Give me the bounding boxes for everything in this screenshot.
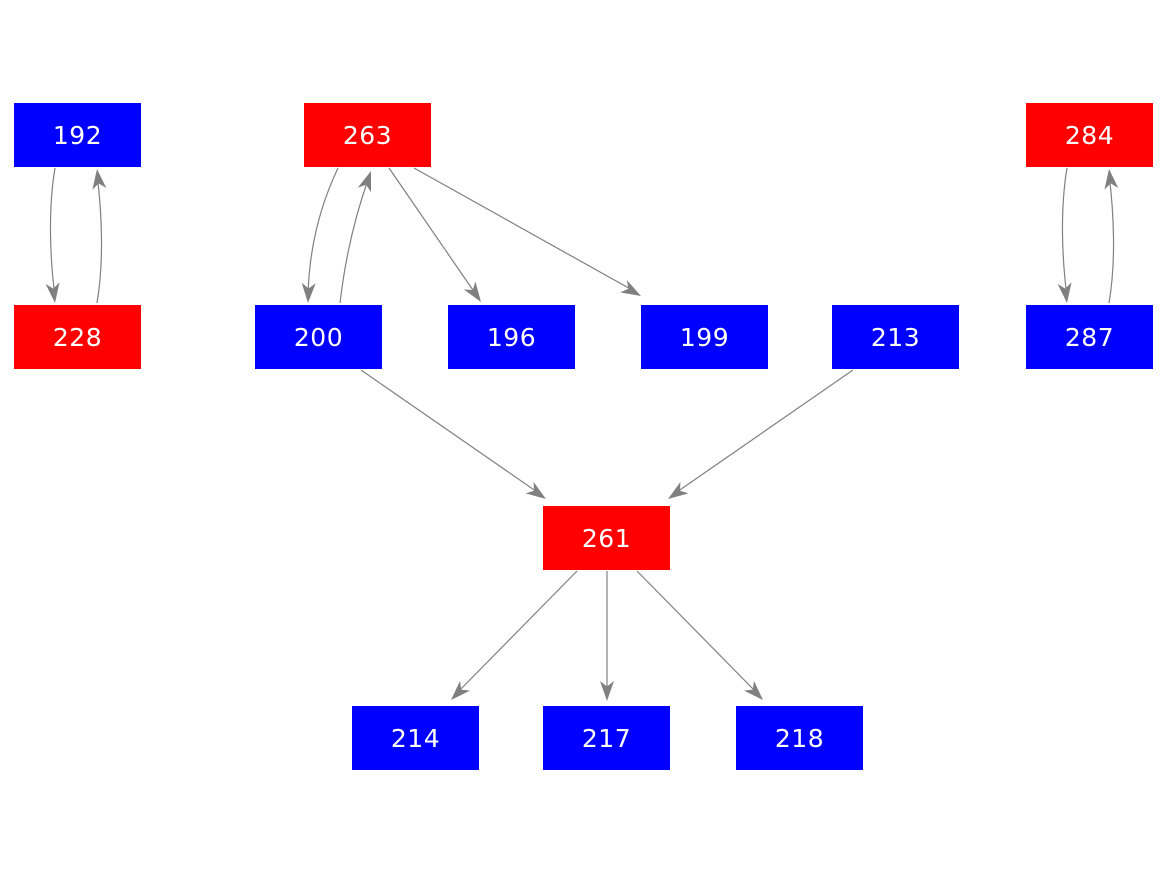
graph-node-214[interactable]: 214 — [352, 706, 479, 770]
arrowhead-icon — [301, 282, 316, 303]
edge-line — [1108, 173, 1115, 304]
graph-node-label: 218 — [774, 723, 825, 753]
arrowhead-icon — [92, 169, 107, 190]
arrowhead-icon — [463, 281, 481, 302]
arrowhead-icon — [1057, 282, 1072, 303]
edge-line — [49, 167, 56, 298]
graph-edge-200-to-263 — [339, 171, 372, 304]
graph-node-192[interactable]: 192 — [14, 103, 141, 167]
graph-node-199[interactable]: 199 — [641, 305, 768, 369]
graph-node-213[interactable]: 213 — [832, 305, 959, 369]
edge-line — [455, 570, 578, 695]
graph-node-label: 287 — [1064, 322, 1115, 352]
arrowhead-icon — [668, 481, 689, 499]
edge-line — [96, 173, 103, 304]
arrowhead-icon — [451, 680, 471, 700]
graph-node-label: 196 — [486, 322, 537, 352]
graph-edge-263-to-200 — [301, 167, 339, 303]
graph-node-label: 284 — [1064, 120, 1115, 150]
graph-node-218[interactable]: 218 — [736, 706, 863, 770]
graph-edge-261-to-218 — [636, 570, 763, 700]
arrowhead-icon — [600, 681, 614, 701]
arrowhead-icon — [743, 680, 763, 700]
edge-line — [307, 167, 339, 297]
edge-line — [413, 167, 635, 292]
graph-edge-287-to-284 — [1104, 169, 1119, 304]
graph-node-217[interactable]: 217 — [543, 706, 670, 770]
arrowhead-icon — [620, 280, 641, 296]
graph-node-287[interactable]: 287 — [1026, 305, 1153, 369]
graph-node-261[interactable]: 261 — [543, 506, 670, 570]
edge-line — [388, 167, 478, 297]
arrowhead-icon — [1104, 169, 1119, 190]
edge-line — [636, 570, 759, 695]
graph-node-label: 263 — [342, 120, 393, 150]
graph-node-label: 261 — [581, 523, 632, 553]
edge-line — [360, 369, 541, 495]
graph-edge-261-to-217 — [600, 571, 614, 701]
graph-node-228[interactable]: 228 — [14, 305, 141, 369]
graph-node-label: 214 — [390, 723, 441, 753]
graph-edge-200-to-261 — [360, 369, 546, 499]
edge-line — [339, 176, 370, 304]
arrowhead-icon — [45, 282, 60, 303]
graph-edge-263-to-196 — [388, 167, 481, 302]
edge-line — [1061, 167, 1068, 298]
graph-edge-213-to-261 — [668, 369, 854, 499]
graph-node-label: 213 — [870, 322, 921, 352]
graph-node-284[interactable]: 284 — [1026, 103, 1153, 167]
arrowhead-icon — [357, 171, 372, 193]
graph-node-label: 228 — [52, 322, 103, 352]
edge-line — [673, 369, 854, 495]
graph-node-label: 199 — [679, 322, 730, 352]
graph-node-label: 217 — [581, 723, 632, 753]
graph-edge-263-to-199 — [413, 167, 641, 296]
graph-node-263[interactable]: 263 — [304, 103, 431, 167]
arrowhead-icon — [525, 481, 546, 499]
graph-edge-284-to-287 — [1057, 167, 1072, 303]
graph-edge-261-to-214 — [451, 570, 578, 700]
graph-node-label: 200 — [293, 322, 344, 352]
graph-node-label: 192 — [52, 120, 103, 150]
graph-edge-228-to-192 — [92, 169, 107, 304]
graph-node-200[interactable]: 200 — [255, 305, 382, 369]
graph-edge-192-to-228 — [45, 167, 60, 303]
graph-node-196[interactable]: 196 — [448, 305, 575, 369]
